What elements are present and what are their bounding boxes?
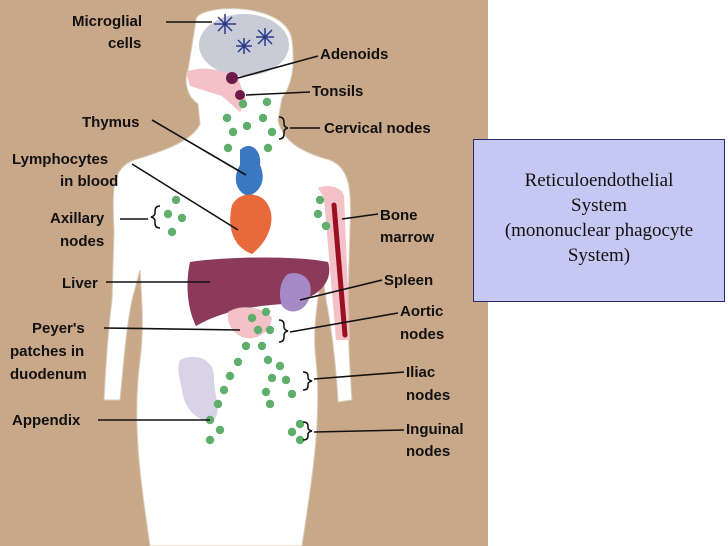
label-axillary: Axillary xyxy=(50,210,105,227)
label-microglial: Microglial xyxy=(72,13,142,30)
label-microglial-cells: cells xyxy=(108,35,141,52)
lymph-nodes xyxy=(163,97,331,445)
tonsil xyxy=(235,90,245,100)
reticuloendothelial-system-box: Reticuloendothelial System (mononuclear … xyxy=(473,139,725,302)
adenoid xyxy=(226,72,238,84)
info-line-2: System xyxy=(571,195,627,216)
label-cervical-nodes: Cervical nodes xyxy=(324,120,431,137)
label-aortic-nodes: nodes xyxy=(400,326,444,343)
info-line-3: (mononuclear phagocyte xyxy=(504,220,694,241)
label-liver: Liver xyxy=(62,275,98,292)
label-lymphocytes: Lymphocytes xyxy=(12,151,108,168)
label-inguinal: Inguinal xyxy=(406,421,464,438)
diagram-labels: Microglial cells Adenoids Tonsils Thymus… xyxy=(10,13,464,460)
heart xyxy=(230,194,272,254)
bone-marrow xyxy=(331,202,348,338)
spleen xyxy=(280,273,311,312)
leader-lines xyxy=(98,21,405,433)
label-peyers: Peyer's xyxy=(32,320,85,337)
immune-system-diagram: Microglial cells Adenoids Tonsils Thymus… xyxy=(0,0,488,546)
label-aortic: Aortic xyxy=(400,303,443,320)
label-axillary-nodes: nodes xyxy=(60,233,104,250)
label-appendix: Appendix xyxy=(12,412,81,429)
label-iliac-nodes: nodes xyxy=(406,387,450,404)
label-marrow: marrow xyxy=(380,229,435,246)
info-line-1: Reticuloendothelial xyxy=(524,170,674,191)
label-adenoids: Adenoids xyxy=(320,46,388,63)
label-inguinal-nodes: nodes xyxy=(406,443,450,460)
thymus xyxy=(235,145,263,196)
brackets xyxy=(150,116,313,441)
label-duodenum: duodenum xyxy=(10,366,87,383)
label-spleen: Spleen xyxy=(384,272,433,289)
label-patches-in: patches in xyxy=(10,343,84,360)
label-bone: Bone xyxy=(380,207,418,224)
label-tonsils: Tonsils xyxy=(312,83,363,100)
microglial-cell-icons xyxy=(214,14,274,54)
info-line-4: System) xyxy=(567,245,631,266)
label-in-blood: in blood xyxy=(60,173,118,190)
appendix xyxy=(178,356,218,421)
label-thymus: Thymus xyxy=(82,114,140,131)
label-iliac: Iliac xyxy=(406,364,435,381)
